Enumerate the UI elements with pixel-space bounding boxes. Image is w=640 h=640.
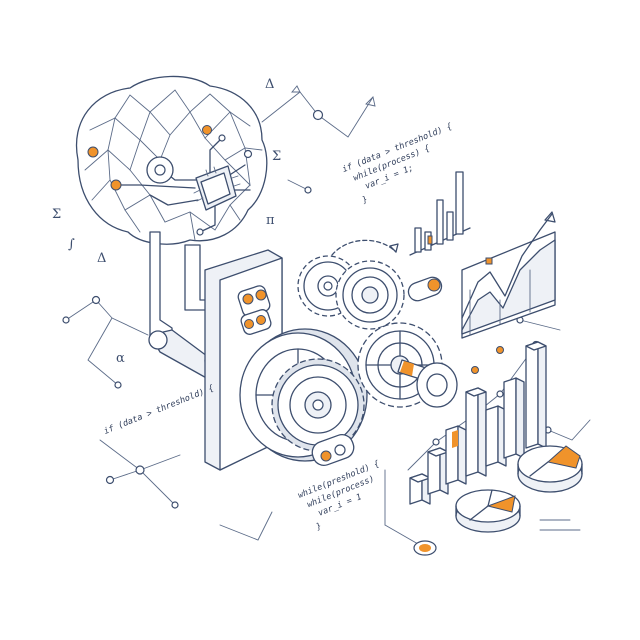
symbol-alpha: α [116,351,125,366]
symbol-delta-left: Δ [97,251,106,266]
math-symbols: Δ Σ π Σ ∫ Δ α [52,77,281,366]
symbol-pi: π [266,213,275,228]
gear-front-icon [271,358,365,452]
brain [75,75,268,245]
area-chart-panel [461,211,556,339]
symbol-sigma-mid: Σ [272,149,281,164]
code-line: if (data > threshold) { [341,122,454,175]
target-node [384,469,437,556]
symbol-delta-top: Δ [265,77,274,92]
code-line: } [314,521,323,533]
symbol-integral: ∫ [68,237,75,252]
gears [239,239,458,467]
mini-bar-chart [409,171,471,256]
code-line: } [360,195,369,207]
bar-chart-3d [407,340,547,505]
pie-chart-large [517,445,583,493]
gear-top-right-icon [335,260,405,330]
code-snippet-bottom: while(preshold) { while(process) var_i =… [297,459,381,533]
code-snippet-left: if (data > threshold) { [103,384,216,437]
processor-chip-icon [193,165,241,211]
symbol-sigma-left: Σ [52,207,61,222]
code-line: if (data > threshold) { [103,384,216,437]
background-network [62,85,591,541]
pie-chart-small [455,489,521,533]
code-snippet-top-right: if (data > threshold) { while(process) {… [341,122,454,207]
